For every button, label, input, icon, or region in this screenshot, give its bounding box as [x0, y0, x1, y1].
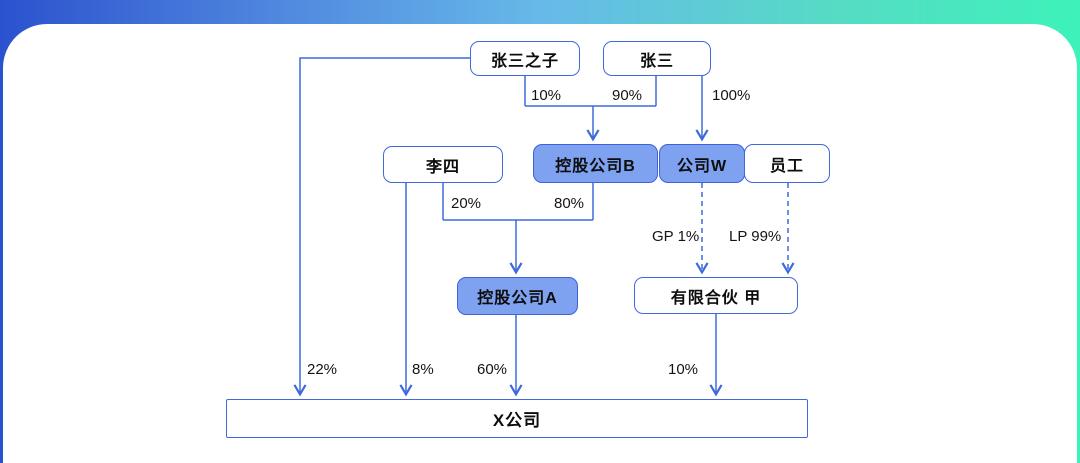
node-zhangsan: 张三 [603, 41, 711, 76]
edge-label-gp-share: GP 1% [652, 228, 700, 245]
edge-label-son-to-holding-b: 10% [531, 87, 562, 104]
node-zhangsan-son: 张三之子 [470, 41, 580, 76]
content-card [3, 24, 1077, 463]
node-company-x: X公司 [226, 399, 808, 438]
edge-label-zhangsan-to-holding-b: 90% [612, 87, 643, 104]
edge-label-lisi-to-holding-a: 20% [451, 195, 482, 212]
edge-label-holding-b-to-holding-a: 80% [554, 195, 585, 212]
node-employees: 员工 [744, 144, 830, 183]
edge-label-partnership-to-x: 10% [668, 361, 699, 378]
edge-label-lp-share: LP 99% [729, 228, 782, 245]
node-limited-partnership: 有限合伙 甲 [634, 277, 798, 314]
edge-son-to-x [293, 57, 470, 397]
node-lisi: 李四 [383, 146, 503, 183]
edge-label-zhangsan-to-company-w: 100% [712, 87, 751, 104]
node-holding-company-a: 控股公司A [457, 277, 578, 315]
node-company-w: 公司W [659, 144, 745, 183]
edge-label-lisi-to-x: 8% [412, 361, 434, 378]
edge-label-son-to-x: 22% [307, 361, 338, 378]
edge-label-holding-a-to-x: 60% [477, 361, 508, 378]
node-holding-company-b: 控股公司B [533, 144, 658, 183]
